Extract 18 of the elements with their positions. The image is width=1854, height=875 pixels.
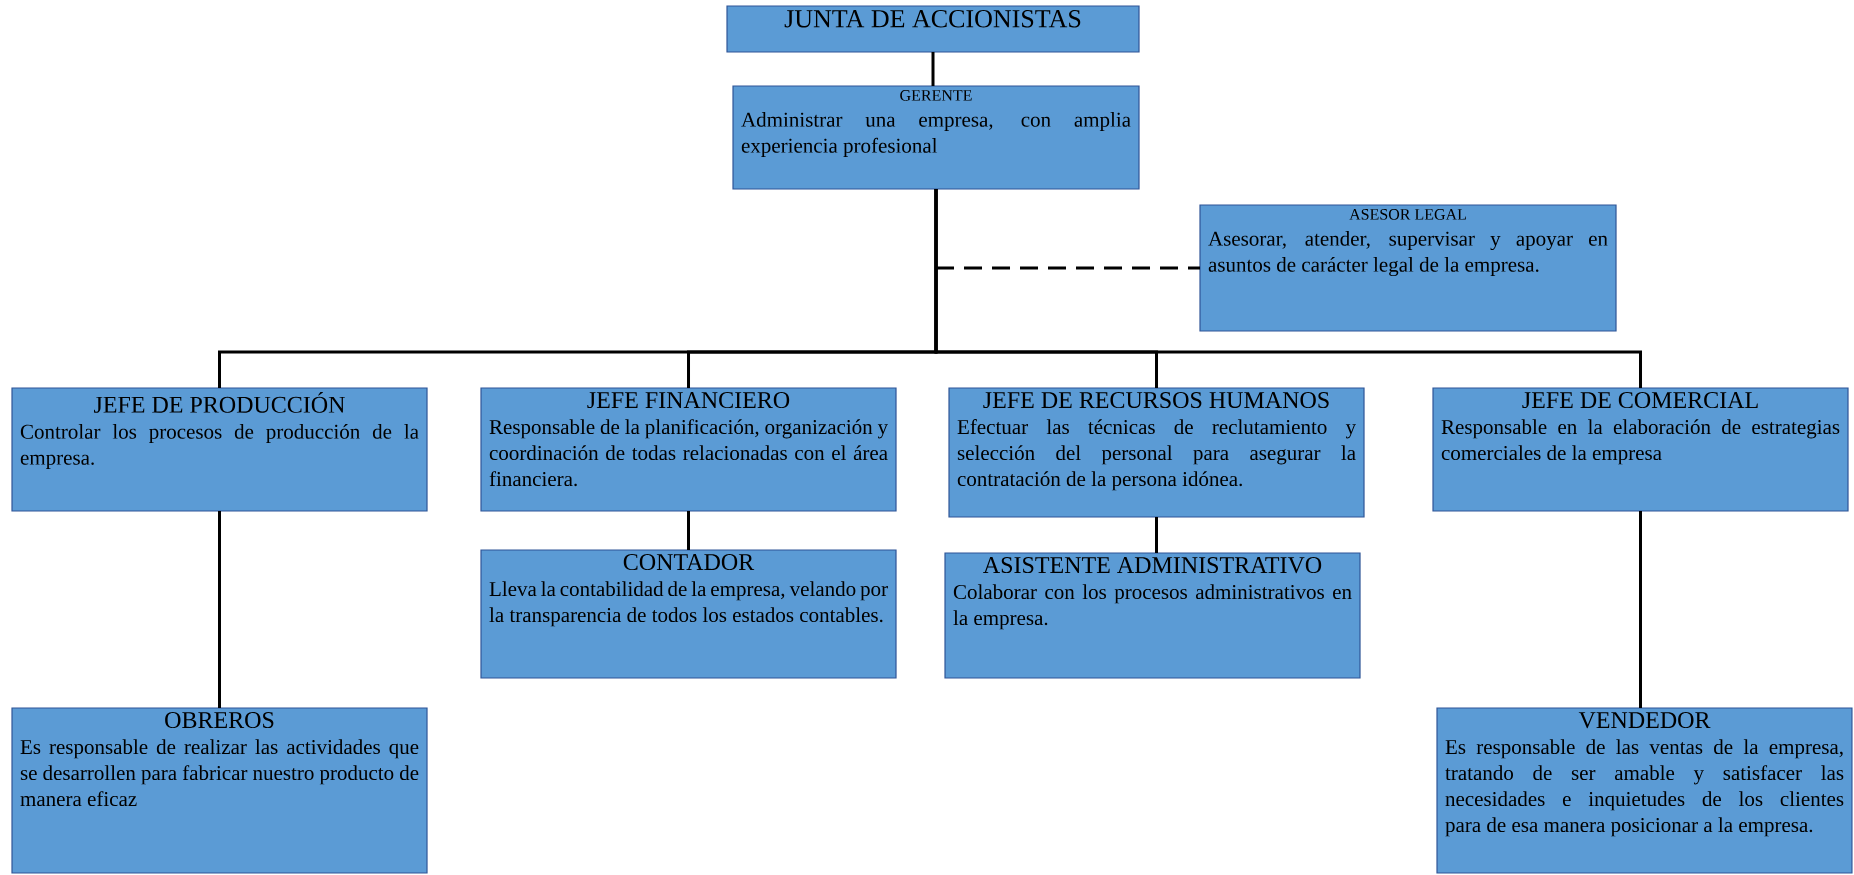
org-box: JEFE FINANCIERO Responsable de la planificación, organización y coordinación de todas relacionadas con el área financiera. [480, 387, 897, 512]
connector-line [1639, 511, 1642, 708]
org-box: OBREROS Es responsable de realizar las actividades que se desarrollen para fabricar nuestro producto de manera eficaz [11, 707, 428, 874]
connector-line [931, 52, 935, 86]
connector-line [218, 511, 221, 708]
org-box: JEFE DE COMERCIAL Responsable en la elaboración de estrategias comerciales de la empresa [1432, 387, 1849, 512]
connector-line [1155, 517, 1158, 553]
org-box: GERENTE Administrar una empresa, con amplia experiencia profesional [732, 85, 1140, 190]
org-box: ASESOR LEGAL Asesorar, atender, supervisar y apoyar en asuntos de carácter legal de la empresa. [1199, 204, 1617, 332]
org-box: JEFE DE PRODUCCIÓN Controlar los procesos de producción de la empresa. [11, 387, 428, 512]
connector-line [687, 511, 690, 550]
connector-line [936, 266, 1200, 270]
org-box: VENDEDOR Es responsable de las ventas de la empresa, tratando de ser amable y satisfacer las necesidades e inquietudes de los clientes para de esa manera posicionar a la empresa. [1436, 707, 1853, 874]
org-box: CONTADOR Lleva la contabilidad de la empresa, velando por la transparencia de todos los estados contables. [480, 549, 897, 679]
org-box: ASISTENTE ADMINISTRATIVO Colaborar con los procesos administrativos en la empresa. [944, 552, 1361, 679]
org-box: JUNTA DE ACCIONISTAS [726, 5, 1140, 53]
connector-line [934, 189, 1642, 388]
org-box: JEFE DE RECURSOS HUMANOS Efectuar las técnicas de reclutamiento y selección del personal para asegurar la contratación de la persona idónea. [948, 387, 1365, 518]
